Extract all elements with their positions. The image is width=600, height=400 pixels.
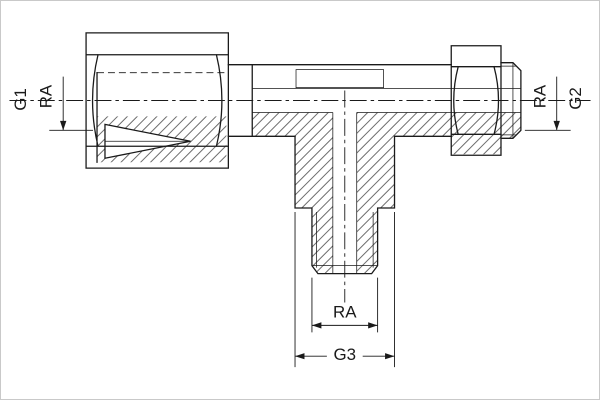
body-marking-field (295, 69, 384, 88)
hatch-body-wall-right (394, 112, 452, 137)
dim-label-g1: G1 (11, 88, 30, 111)
arrowhead-left-icon (311, 322, 322, 329)
arrowhead-left-icon (295, 353, 305, 360)
right-hex (450, 45, 502, 156)
nut-outline (85, 32, 230, 169)
fitting-body (227, 64, 521, 137)
g3-extension-lines (294, 211, 395, 368)
hatch-stud-wall-right (500, 112, 521, 139)
dim-label-ra-left: RA (37, 84, 56, 108)
dim-label-g3: G3 (333, 345, 356, 364)
arrowhead-right-icon (385, 353, 395, 360)
dimension-left: G1 RA (11, 76, 94, 131)
dim-label-ra-right: RA (530, 84, 549, 108)
centerlines (9, 90, 591, 303)
dim-label-g2: G2 (566, 87, 585, 110)
hatch-branch-wall-right (356, 112, 395, 274)
arrowhead-down-icon (553, 120, 560, 131)
dim-label-ra-bottom: RA (333, 302, 357, 321)
body-outline (227, 64, 452, 137)
ra-extension-lines (311, 277, 379, 333)
dimension-bottom-ra: RA (311, 277, 379, 333)
hatch-body-wall-left (252, 112, 296, 137)
g3-label-mask (326, 343, 363, 366)
arrowhead-down-icon (60, 120, 67, 131)
hex-outline (450, 45, 502, 156)
hatch-hex-wall-right (451, 112, 501, 155)
swivel-nut (85, 32, 230, 169)
dimension-right: RA G2 (524, 76, 585, 131)
body-bore-lines (252, 88, 521, 113)
arrowhead-right-icon (368, 322, 378, 329)
dimension-bottom-g3: G3 (294, 211, 395, 368)
branch-bore-lines (332, 112, 358, 274)
hatch-branch-wall-left (295, 112, 333, 274)
